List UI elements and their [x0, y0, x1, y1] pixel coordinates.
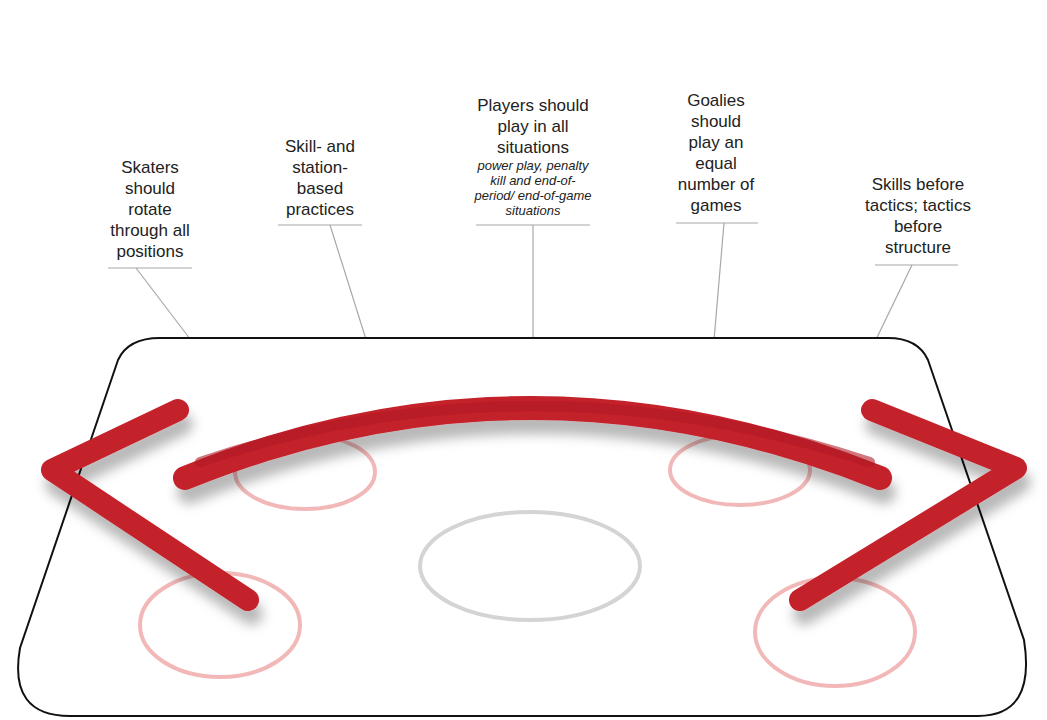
underline [676, 222, 758, 223]
faceoff-circles [140, 435, 915, 686]
leader-lines [108, 223, 958, 352]
callout-column: Skill- and station-based practices [271, 136, 369, 220]
callout-text: Skills before tactics; tactics before st… [860, 174, 976, 258]
callout-column: Players should play in all situationspow… [474, 95, 592, 218]
callout-column: Skaters should rotate through all positi… [104, 157, 196, 262]
callout-text: Skill- and station-based practices [271, 136, 369, 220]
leader-line [532, 225, 533, 352]
brush-arrow [52, 406, 1016, 600]
callout-text: Players should play in all situations [474, 95, 592, 158]
callout-text: Skaters should rotate through all positi… [104, 157, 196, 262]
center-circle [420, 512, 640, 620]
faceoff-circle [755, 578, 915, 686]
arrowhead-right [800, 410, 1016, 600]
brush-stroke [185, 408, 880, 478]
brush-texture [200, 406, 870, 462]
note-text: power play, penalty kill and end-of-peri… [474, 158, 592, 218]
callout-column: Goalies should play an equal number of g… [674, 90, 758, 216]
callout-column: Skills before tactics; tactics before st… [860, 174, 976, 258]
leader-line [713, 223, 724, 352]
rink-outline [18, 338, 1026, 716]
leader-line [330, 225, 370, 352]
callout-text: Goalies should play an equal number of g… [674, 90, 758, 216]
underline [278, 224, 362, 225]
underline [875, 264, 958, 265]
underline [108, 267, 192, 268]
arrowhead-left [52, 410, 248, 600]
